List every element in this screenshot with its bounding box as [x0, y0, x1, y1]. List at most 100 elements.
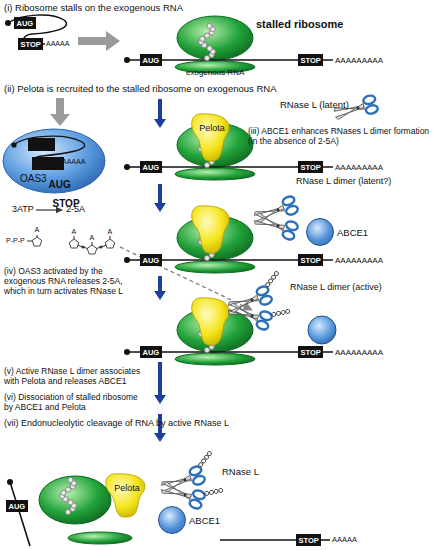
- sequence-box: STOP: [298, 54, 323, 66]
- bond: [37, 235, 38, 237]
- sequence-box: AUG: [14, 17, 36, 29]
- abce1-protein: ABCE1: [306, 218, 368, 246]
- sequence-box: STOP: [18, 38, 43, 50]
- trna-bead: [61, 490, 66, 495]
- dashed-arrow: [120, 247, 252, 310]
- grey-arrow: [50, 98, 70, 126]
- trna-bead: [68, 500, 73, 505]
- annotation-label: AAAAA: [332, 535, 357, 544]
- step-arrow: [158, 362, 162, 396]
- trna-bead: [207, 23, 212, 28]
- annotation-label: RNase L (latent): [280, 99, 349, 110]
- step-arrow: [158, 184, 162, 204]
- annotation-label: AAAAAAAAA: [335, 163, 383, 173]
- ribose-ring: [87, 245, 97, 254]
- step-arrow-head: [154, 395, 166, 404]
- sequence-box: AUG: [6, 500, 28, 512]
- sequence-box: AUG: [140, 161, 162, 173]
- sequence-label: AUG: [49, 180, 71, 189]
- sequence-label: STOP: [301, 56, 321, 65]
- annotation-label: exogenous RNA: [186, 68, 244, 78]
- rnase-l-scissors: [223, 271, 287, 317]
- ribosome-small-subunit: [175, 261, 255, 273]
- rnase-l-scissors: [226, 290, 290, 336]
- annotation-label: RNase L dimer (active): [290, 282, 382, 293]
- sequence-box: STOP: [296, 534, 321, 546]
- annotation-label: P-P-P: [6, 237, 25, 245]
- annotation-label: AAAAA: [46, 40, 69, 48]
- sequence-label: STOP: [301, 163, 321, 172]
- sequence-label: STOP: [301, 256, 321, 265]
- ribosome-small-subunit: [175, 353, 255, 365]
- mrna-cap: [124, 57, 130, 63]
- pelota-shape: Pelota: [104, 472, 150, 518]
- trna-bead: [204, 55, 209, 60]
- sequence-label: AUG: [17, 19, 34, 28]
- annotation-label: 2-5A: [66, 204, 85, 215]
- annotation-label: A: [35, 226, 40, 234]
- step-caption: (in the absence of 2-5A): [248, 136, 440, 146]
- step-arrow-head: [154, 119, 166, 128]
- sequence-box: AUG: [140, 54, 162, 66]
- sequence-box: AUG: [28, 138, 55, 151]
- protein-name: OAS3: [20, 173, 47, 184]
- annotation-label: AAAAAAAAA: [335, 56, 383, 66]
- sequence-label: STOP: [299, 536, 319, 545]
- mrna-cap: [124, 349, 130, 355]
- sequence-label: AUG: [143, 163, 160, 172]
- sequence-box: AUG: [140, 254, 162, 266]
- trna-bead: [65, 509, 70, 514]
- step-caption: (iii) ABCE1 enhances RNases L dimer form…: [248, 126, 440, 136]
- mrna-cap: [124, 257, 130, 263]
- step-caption: (iv) OAS3 activated by the exogenous RNA…: [4, 266, 142, 297]
- step-arrow: [158, 99, 162, 120]
- sequence-label: STOP: [21, 40, 41, 49]
- protein-name: ABCE1: [337, 227, 368, 238]
- ribosome-large-subunit: [177, 16, 253, 60]
- mrna-cap: [124, 164, 130, 170]
- pelota-shape: [192, 206, 230, 253]
- annotation-label: A: [72, 228, 77, 236]
- trna-bead: [200, 36, 205, 41]
- protein-name: Pelota: [114, 483, 140, 493]
- sequence-label: AUG: [143, 256, 160, 265]
- trna-bead: [204, 162, 209, 167]
- annotation-label: AAAAAAAAA: [335, 348, 383, 358]
- annotation-label: A: [108, 228, 113, 236]
- sequence-label: AUG: [143, 56, 160, 65]
- trna-bead: [68, 477, 73, 482]
- protein-name: ABCE1: [189, 515, 220, 526]
- bond: [110, 236, 111, 239]
- phosphate: [99, 245, 102, 248]
- step-caption: (ii) Pelota is recruited to the stalled …: [4, 83, 276, 94]
- rnase-l-scissors: [156, 451, 220, 497]
- oas3-blob: OAS3AUGSTOP: [2, 128, 106, 194]
- sequence-label: STOP: [301, 348, 321, 357]
- step-arrow: [158, 276, 162, 292]
- pelota-outline: [104, 472, 150, 518]
- bond: [74, 236, 75, 239]
- annotation-label: stalled ribosome: [256, 18, 343, 31]
- ribosome-small-subunit: [175, 168, 255, 180]
- abce1-circle: [158, 506, 186, 534]
- mrna-cap: [5, 20, 11, 26]
- step-arrow-head: [154, 433, 166, 442]
- sequence-box: STOP: [32, 157, 64, 170]
- step-caption: (vii) Endonucleolytic cleavage of RNA by…: [4, 418, 229, 429]
- trna-bead: [204, 255, 209, 260]
- annotation-label: RNase L: [222, 466, 259, 477]
- protein-name: Pelota: [199, 123, 225, 133]
- ribosome-large-subunit: [39, 476, 111, 524]
- step-caption: (v) Active RNase L dimer associates with…: [4, 366, 144, 386]
- trna-bead: [66, 487, 71, 492]
- sequence-box: STOP: [298, 346, 323, 358]
- annotation-label: 3ATP: [12, 204, 34, 215]
- trna-bead: [205, 33, 210, 38]
- pelota-shape: Pelota: [190, 112, 234, 162]
- ribose-ring: [69, 239, 79, 248]
- sequence-label: AUG: [9, 502, 26, 511]
- annotation-label: A: [90, 234, 95, 242]
- bond: [27, 241, 32, 242]
- mrna-cap: [7, 479, 13, 485]
